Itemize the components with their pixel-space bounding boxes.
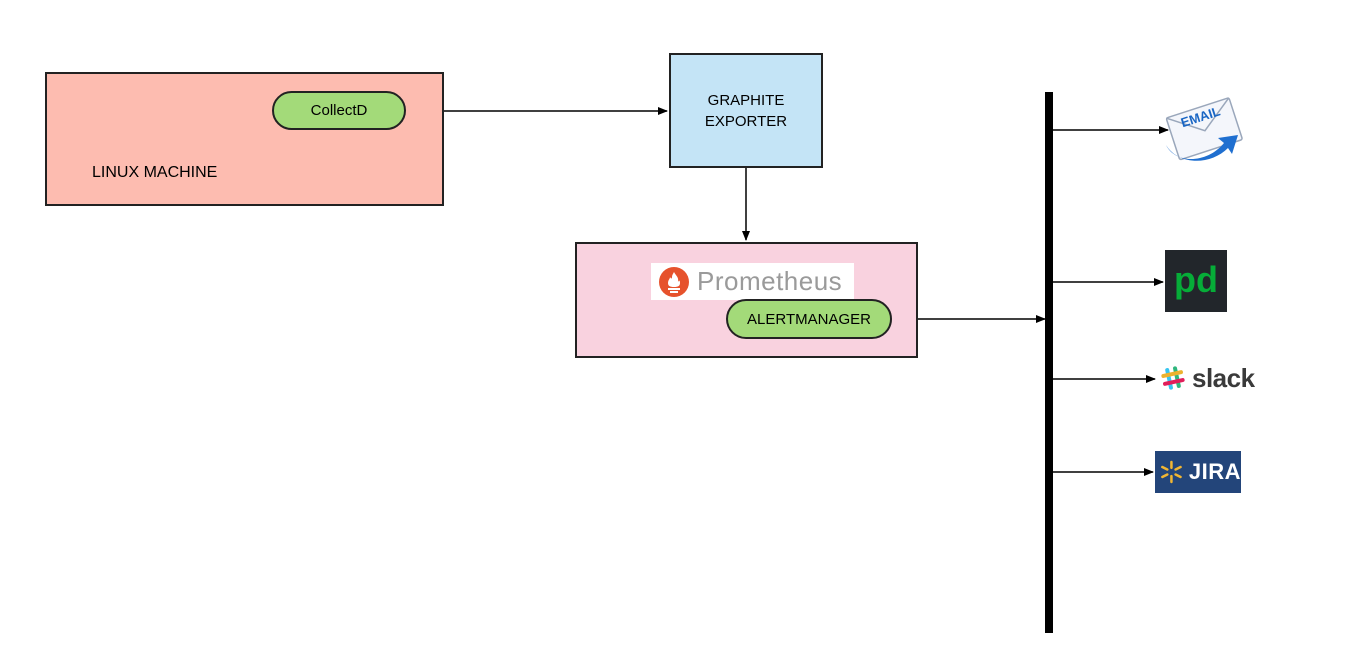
prometheus-logo: Prometheus (651, 263, 854, 300)
pagerduty-destination: pd (1165, 250, 1227, 312)
graphite-exporter-label-line2: EXPORTER (704, 112, 788, 130)
prometheus-flame-icon (659, 266, 689, 297)
email-destination: EMAIL (1162, 93, 1246, 168)
slack-label: slack (1192, 362, 1255, 393)
pagerduty-logo-icon: pd (1174, 259, 1218, 300)
prometheus-label: Prometheus (697, 266, 843, 296)
alertmanager-node: ALERTMANAGER (726, 299, 892, 339)
collectd-node: CollectD (272, 91, 406, 130)
collectd-label: CollectD (310, 102, 368, 119)
graphite-exporter-node: GRAPHITE EXPORTER (669, 53, 823, 168)
graphite-exporter-label-line1: GRAPHITE (707, 91, 785, 109)
alertmanager-label: ALERTMANAGER (747, 310, 871, 328)
jira-destination: JIRA (1155, 451, 1241, 493)
pagerduty-label: pd (1174, 259, 1218, 300)
jira-label: JIRA (1188, 459, 1241, 484)
jira-sparkle-icon (1161, 460, 1182, 484)
slack-destination: slack (1160, 360, 1264, 396)
slack-hash-icon (1161, 366, 1185, 390)
email-envelope-icon: EMAIL (1165, 97, 1243, 161)
linux-machine-label: LINUX MACHINE (92, 164, 218, 181)
notification-bus (1045, 92, 1053, 633)
